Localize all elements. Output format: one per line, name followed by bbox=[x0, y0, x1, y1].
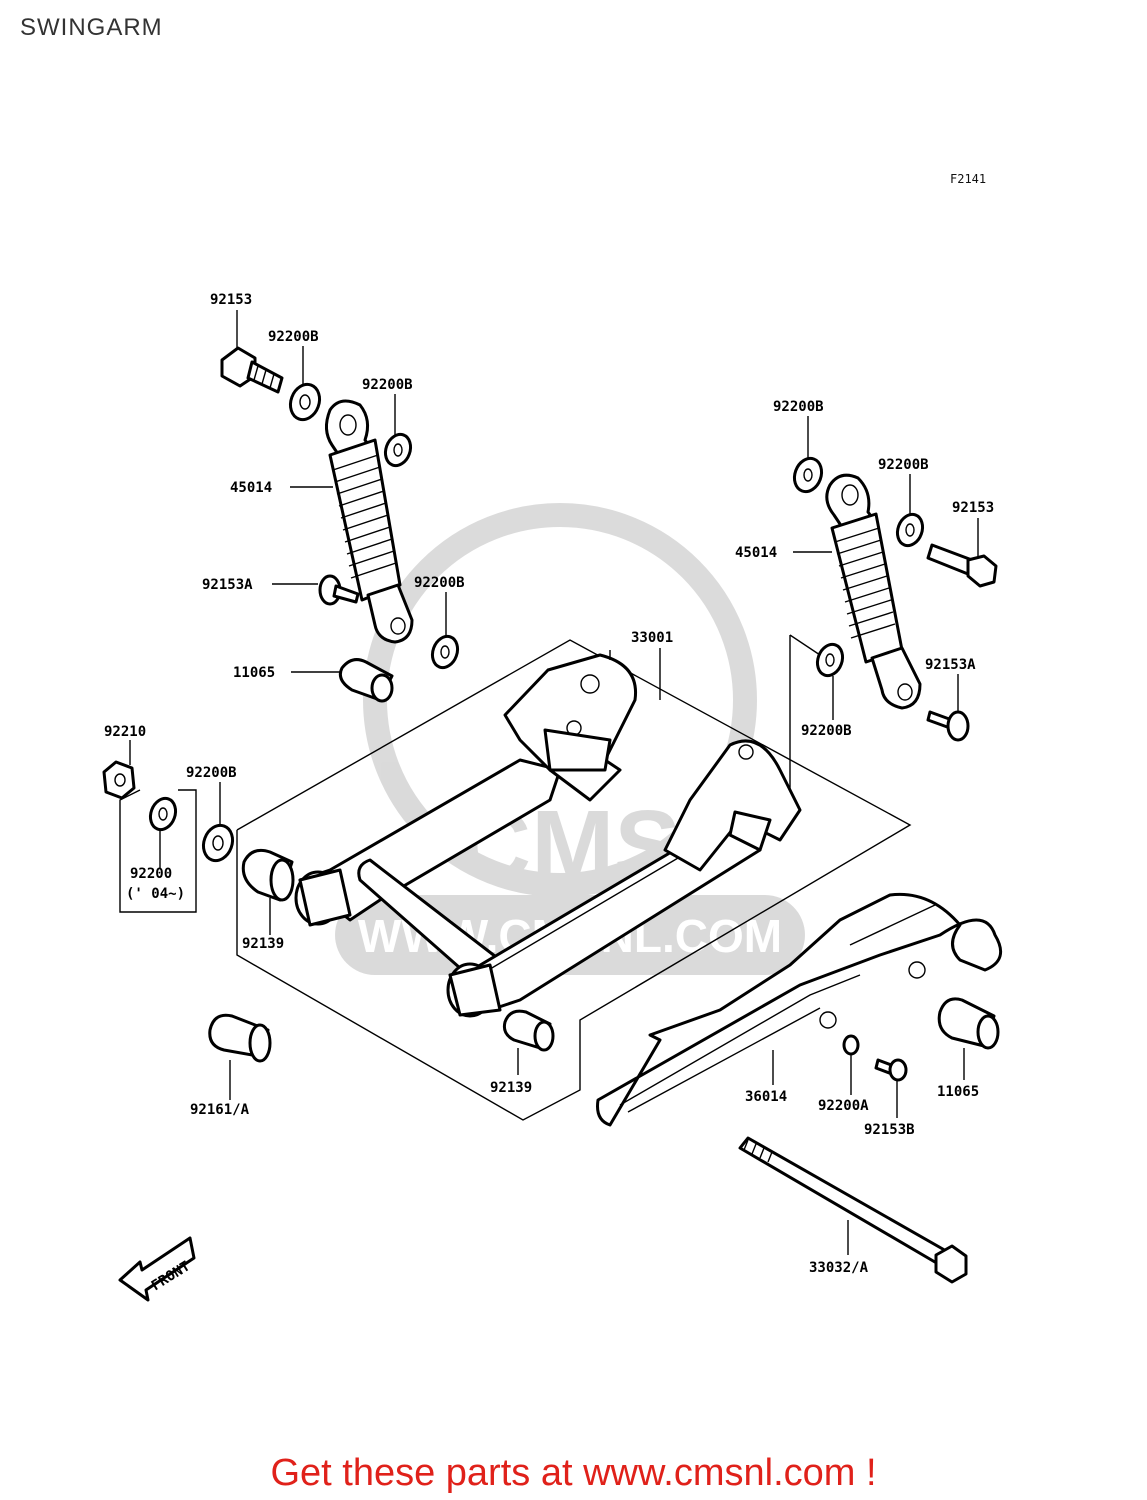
leader-lines bbox=[129, 310, 979, 1255]
bolt-top-left bbox=[220, 346, 284, 394]
shock-absorber-left bbox=[325, 399, 414, 644]
washer-small bbox=[842, 1034, 860, 1056]
pivot-shaft bbox=[738, 1136, 968, 1284]
label-washer-top-right-b: 92200B bbox=[878, 457, 929, 473]
label-washer-top-left-b: 92200B bbox=[362, 377, 413, 393]
washer-variant bbox=[148, 796, 178, 832]
bolt-a-right bbox=[926, 710, 970, 742]
label-collar-left: 11065 bbox=[233, 665, 275, 681]
bushing-bottom-left bbox=[208, 1013, 272, 1063]
label-nut: 92210 bbox=[104, 724, 146, 740]
variant-bracket bbox=[119, 789, 197, 913]
label-washer-mid-left: 92200B bbox=[414, 575, 465, 591]
washer-top-left-b bbox=[383, 432, 413, 468]
label-pivot-shaft: 33032/A bbox=[809, 1260, 869, 1276]
label-washer-top-right-a: 92200B bbox=[773, 399, 824, 415]
washer-top-left-a bbox=[288, 382, 322, 422]
bolt-top-right bbox=[926, 543, 998, 588]
label-washer-variant-note: (' 04~) bbox=[126, 886, 185, 902]
front-arrow: FRONT bbox=[118, 1236, 196, 1302]
label-shock-right: 45014 bbox=[735, 545, 777, 561]
label-bushing-bottom-left: 92161/A bbox=[190, 1102, 250, 1118]
label-swingarm: 33001 bbox=[631, 630, 673, 646]
washer-top-right-a bbox=[792, 456, 824, 494]
label-washer-variant: 92200 bbox=[130, 866, 172, 882]
label-bushing-left: 92139 bbox=[242, 936, 284, 952]
shock-absorber-right bbox=[825, 473, 922, 710]
part-labels: 92153 92200B 92200B 45014 92153A 92200B … bbox=[104, 292, 994, 1276]
get-parts-link[interactable]: Get these parts at www.cmsnl.com ! bbox=[270, 1452, 877, 1494]
washer-right-low bbox=[815, 642, 845, 678]
bushing-left bbox=[241, 848, 295, 902]
label-shock-left: 45014 bbox=[230, 480, 272, 496]
label-bushing-bottom-mid: 92139 bbox=[490, 1080, 532, 1096]
label-bolt-b: 92153B bbox=[864, 1122, 915, 1138]
label-chain-case: 36014 bbox=[745, 1089, 787, 1105]
bolt-a-left bbox=[318, 574, 360, 606]
label-bolt-a-left: 92153A bbox=[202, 577, 253, 593]
page-title: SWINGARM bbox=[20, 14, 163, 41]
label-washer-small: 92200A bbox=[818, 1098, 869, 1114]
figure-code: F2141 bbox=[950, 172, 987, 186]
label-washer-top-left-a: 92200B bbox=[268, 329, 319, 345]
collar-left bbox=[338, 658, 394, 703]
washer-mid-left bbox=[430, 634, 460, 670]
washer-top-right-b bbox=[895, 512, 925, 548]
nut bbox=[102, 760, 136, 800]
swingarm bbox=[294, 653, 802, 1018]
parts-diagram: CMS WWW.CMSNL.COM bbox=[102, 292, 1003, 1302]
chain-case bbox=[596, 892, 1003, 1127]
label-washer-right-low: 92200B bbox=[801, 723, 852, 739]
label-bolt-a-right: 92153A bbox=[925, 657, 976, 673]
washer-left-inner bbox=[201, 823, 235, 863]
label-bolt-top-right: 92153 bbox=[952, 500, 994, 516]
bushing-bottom-mid bbox=[502, 1009, 555, 1052]
label-bolt-top-left: 92153 bbox=[210, 292, 252, 308]
bolt-b bbox=[874, 1058, 908, 1082]
collar-right bbox=[937, 997, 1000, 1050]
label-collar-right: 11065 bbox=[937, 1084, 979, 1100]
label-washer-left-inner: 92200B bbox=[186, 765, 237, 781]
